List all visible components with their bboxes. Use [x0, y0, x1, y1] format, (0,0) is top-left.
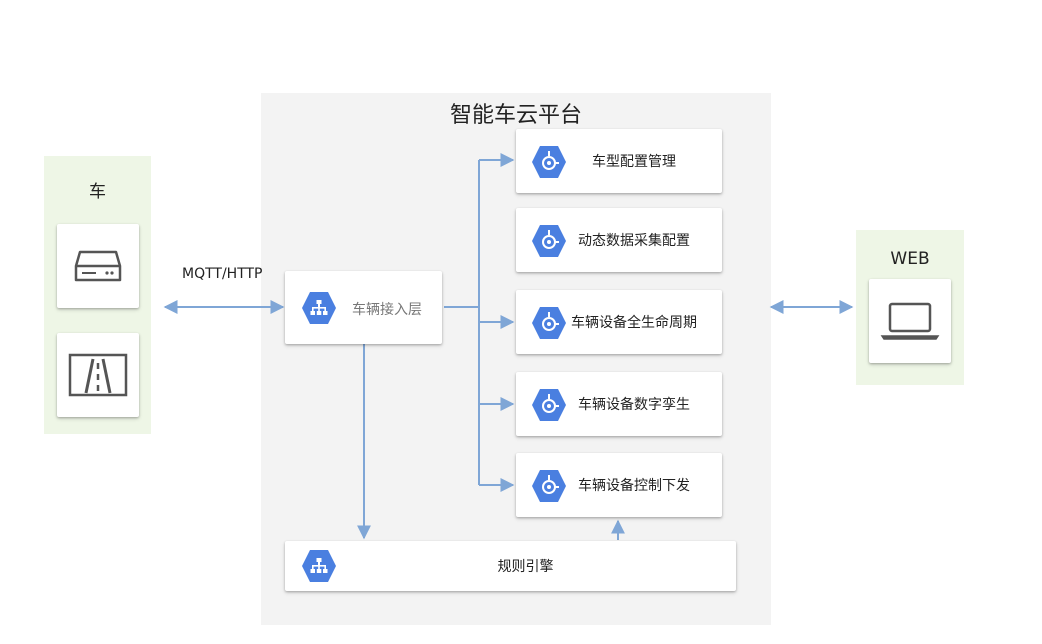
- service-card-5[interactable]: 车辆设备控制下发: [516, 453, 722, 517]
- service-label-5: 车辆设备控制下发: [578, 478, 690, 494]
- service-gear-icon: [532, 470, 566, 502]
- service-label-2: 动态数据采集配置: [578, 233, 690, 249]
- laptop-icon: [880, 302, 940, 340]
- web-group-title: WEB: [890, 249, 930, 269]
- rules-engine-label: 规则引擎: [497, 559, 554, 575]
- laptop-card[interactable]: [869, 279, 951, 363]
- service-card-2[interactable]: 动态数据采集配置: [516, 208, 722, 272]
- service-label-3: 车辆设备全生命周期: [571, 315, 697, 331]
- service-gear-icon: [532, 225, 566, 257]
- access-layer-label: 车辆接入层: [352, 302, 422, 318]
- protocol-label: MQTT/HTTP: [182, 266, 263, 282]
- access-layer-card[interactable]: 车辆接入层: [285, 271, 442, 344]
- platform-title: 智能车云平台: [449, 103, 582, 128]
- service-card-3[interactable]: 车辆设备全生命周期: [516, 290, 722, 354]
- service-card-1[interactable]: 车型配置管理: [516, 129, 722, 193]
- road-card[interactable]: [57, 333, 139, 417]
- service-gear-icon: [532, 307, 566, 339]
- service-gear-icon: [532, 146, 566, 178]
- device-box-icon: [74, 250, 122, 282]
- vehicle-device-card[interactable]: [57, 224, 139, 308]
- service-gear-icon: [532, 389, 566, 421]
- service-label-4: 车辆设备数字孪生: [578, 397, 690, 413]
- service-card-4[interactable]: 车辆设备数字孪生: [516, 372, 722, 436]
- service-label-1: 车型配置管理: [592, 154, 676, 170]
- load-balancer-icon: [302, 292, 336, 324]
- car-group-title: 车: [89, 182, 106, 202]
- load-balancer-icon: [302, 550, 336, 582]
- road-icon: [68, 353, 128, 397]
- rules-engine-card[interactable]: 规则引擎: [285, 541, 736, 591]
